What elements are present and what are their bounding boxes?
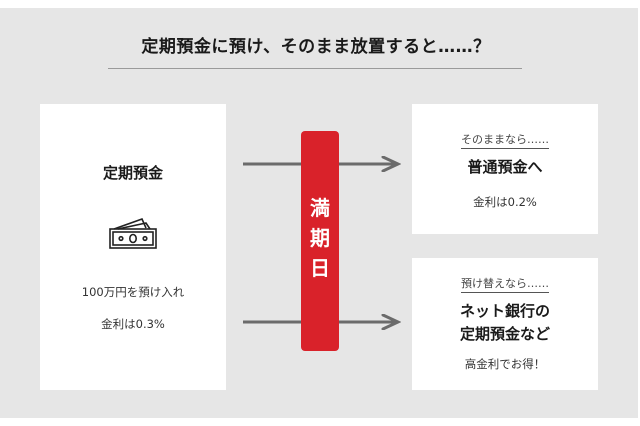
net-bank-deposit-card: 預け替えなら…… ネット銀行の 定期預金など 高金利でお得！ — [412, 258, 598, 390]
if-switched-label: 預け替えなら…… — [461, 275, 549, 293]
maturity-char: 期 — [310, 226, 330, 250]
fixed-rate-text: 金利は0.3% — [101, 317, 165, 331]
maturity-char: 日 — [310, 256, 330, 280]
deposit-amount-text: 100万円を預け入れ — [81, 285, 185, 299]
if-left-as-is-label: そのままなら…… — [461, 131, 549, 149]
fixed-deposit-card: 定期預金 100万円を預け入れ 金利は0.3% — [40, 104, 226, 390]
diagram-canvas: 定期預金に預け、そのまま放置すると……？ 定期預金 100万円を預け入れ 金利は… — [0, 8, 638, 418]
net-bank-heading-line2: 定期預金など — [459, 325, 550, 343]
maturity-char: 満 — [310, 196, 330, 220]
ordinary-deposit-card: そのままなら…… 普通預金へ 金利は0.2% — [412, 104, 598, 234]
money-bills-icon — [109, 217, 157, 249]
ordinary-deposit-heading: 普通預金へ — [467, 158, 543, 176]
ordinary-rate-text: 金利は0.2% — [473, 195, 537, 209]
high-rate-note: 高金利でお得！ — [464, 357, 546, 371]
fixed-deposit-heading: 定期預金 — [102, 164, 163, 182]
diagram-title: 定期預金に預け、そのまま放置すると……？ — [141, 37, 491, 57]
net-bank-heading-line1: ネット銀行の — [459, 302, 550, 320]
net-bank-heading: ネット銀行の 定期預金など — [412, 300, 598, 346]
maturity-date-bar: 満 期 日 — [301, 131, 339, 351]
title-underline — [108, 68, 522, 69]
maturity-date-label: 満 期 日 — [301, 193, 339, 283]
